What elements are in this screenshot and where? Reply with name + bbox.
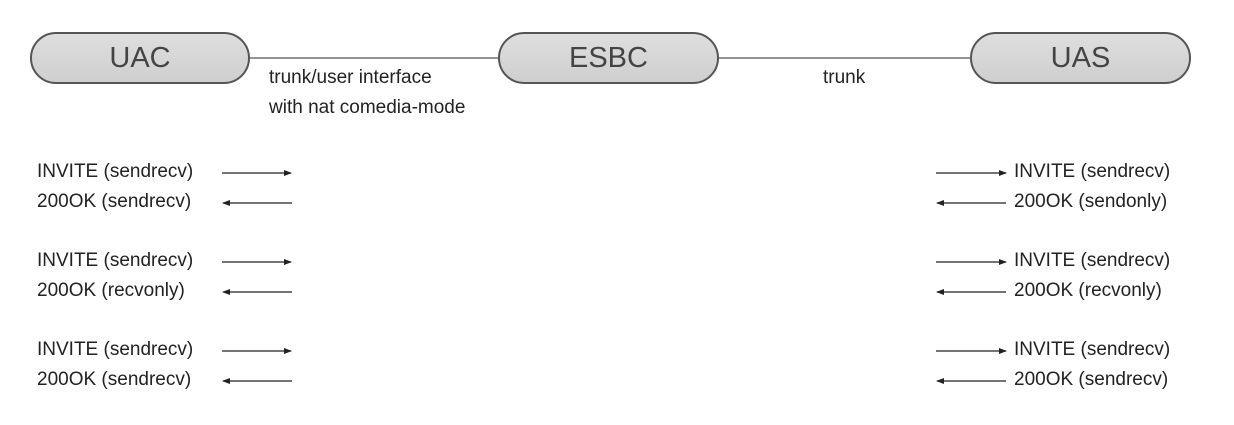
right-message-label: 200OK (sendrecv) — [1014, 369, 1169, 390]
node-uas: UAS — [970, 32, 1191, 84]
right-message-label: 200OK (recvonly) — [1014, 280, 1162, 301]
right-message-label: INVITE (sendrecv) — [1014, 250, 1171, 271]
left-message-label: INVITE (sendrecv) — [37, 161, 194, 182]
left-message-label: 200OK (recvonly) — [37, 280, 185, 301]
left-message-label: 200OK (sendrecv) — [37, 369, 192, 390]
left-message-label: 200OK (sendrecv) — [37, 191, 192, 212]
right-message-label: 200OK (sendonly) — [1014, 191, 1168, 212]
link-label-uac-esbc-line1: trunk/user interface — [269, 67, 432, 88]
link-label-uac-esbc-line2: with nat comedia-mode — [269, 97, 466, 118]
right-message-label: INVITE (sendrecv) — [1014, 161, 1171, 182]
left-message-label: INVITE (sendrecv) — [37, 250, 194, 271]
node-uac: UAC — [30, 32, 250, 84]
node-esbc: ESBC — [498, 32, 719, 84]
left-message-label: INVITE (sendrecv) — [37, 339, 194, 360]
right-message-label: INVITE (sendrecv) — [1014, 339, 1171, 360]
link-label-esbc-uas: trunk — [823, 67, 866, 88]
